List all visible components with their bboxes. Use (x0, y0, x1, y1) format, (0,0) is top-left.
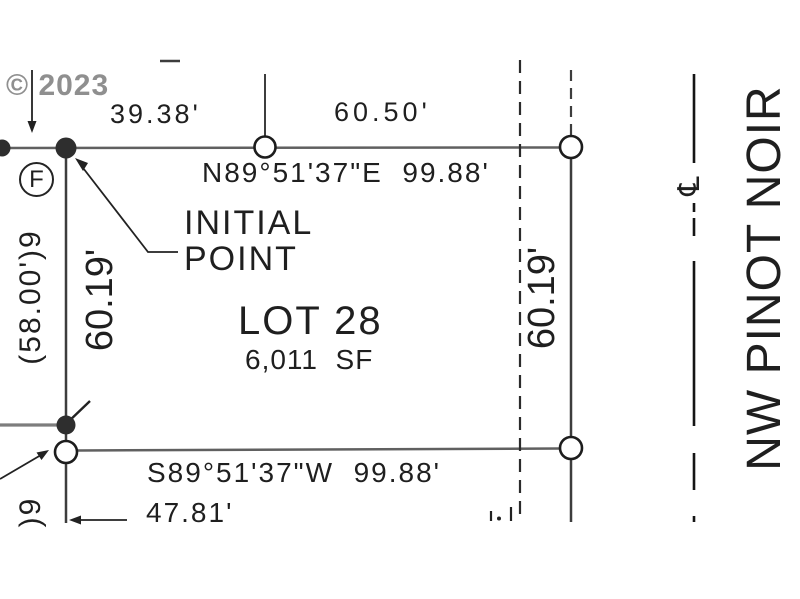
west-side-dimension: 60.19' (79, 248, 121, 352)
found-monument-southwest (56, 415, 76, 435)
dimension-47-81: 47.81' (146, 499, 234, 526)
initial-point-monument (55, 137, 77, 159)
southwest-partial-label: )9 (14, 496, 47, 528)
lot-area-label: 6,011 SF (245, 344, 374, 375)
southwest-arrow-head (36, 450, 49, 460)
north-bearing-label: N89°51'37"E 99.88' (202, 157, 490, 188)
copyright-watermark: © 2023 (6, 69, 110, 102)
dimension-39-38: 39.38' (110, 99, 201, 129)
set-monument-southeast (558, 435, 584, 461)
street-name-label: NW PINOT NOIR (738, 85, 791, 471)
lot-number-label: LOT 28 (238, 299, 383, 343)
initial-point-label-line1: INITIAL (184, 204, 314, 242)
dimension-47-81-clip: 47.81' (146, 499, 261, 526)
set-monument-north-mid (253, 135, 277, 159)
southwest-leader-line (0, 454, 42, 480)
initial-point-label-line2: POINT (184, 240, 298, 278)
centerline-symbol: ℄ (672, 176, 707, 196)
north-boundary-line (0, 146, 562, 150)
found-monument-left-edge (0, 139, 11, 157)
east-side-dimension: 60.19' (521, 246, 563, 350)
dimension-60-50: 60.50' (334, 97, 431, 127)
initial-point-leader-line (79, 163, 178, 253)
south-bearing-label: S89°51'37"W 99.88' (147, 457, 441, 488)
partial-mark-dot (497, 516, 501, 521)
initial-point-arrow-head (75, 158, 88, 171)
monument-tag-f-label: F (29, 165, 44, 193)
set-monument-northeast (558, 134, 584, 160)
west-record-dimension: (58.00')9 (14, 229, 47, 365)
monument-tag-f: F (19, 162, 54, 197)
dimension-arrow-head (69, 515, 81, 525)
set-monument-southwest (53, 439, 79, 465)
south-boundary-line (77, 447, 562, 452)
down-arrow-head (27, 121, 37, 133)
